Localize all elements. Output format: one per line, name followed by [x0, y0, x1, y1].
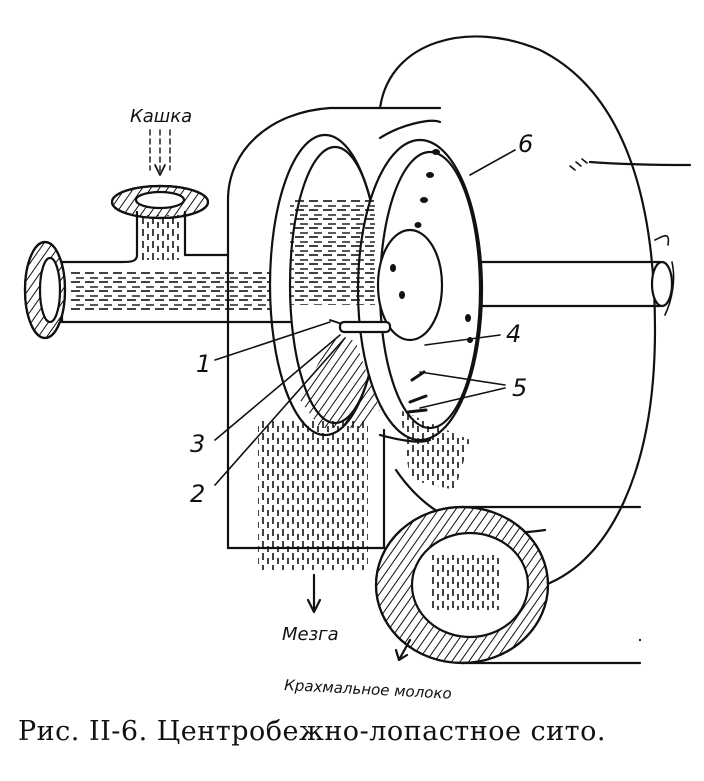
- pulp-outlet-label: Мезга: [282, 624, 339, 645]
- callout-4: 4: [506, 320, 521, 348]
- milk-outlet-label: Крахмальное молоко: [284, 676, 452, 700]
- inlet-label: Кашка: [130, 106, 192, 127]
- callout-1: 1: [196, 350, 211, 378]
- callout-5: 5: [512, 374, 527, 402]
- rotor: [268, 119, 484, 443]
- front-housing: [226, 106, 442, 550]
- figure-caption: Рис. II-6. Центробежно-лопастное сито.: [18, 716, 606, 747]
- pulp-discharge-hatch: [300, 340, 380, 428]
- inlet-pipe: [23, 129, 292, 340]
- centrifugal-sieve-diagram: Кашка Мезга Крахмальное молоко 1 2 3 4 5…: [23, 35, 692, 700]
- callout-6: 6: [518, 130, 533, 158]
- disc-perforations: [390, 149, 473, 343]
- leader-lines: [214, 149, 516, 486]
- callout-3: 3: [190, 430, 205, 458]
- callout-2: 2: [190, 480, 205, 508]
- milk-outlet-pipe: [374, 505, 642, 665]
- vanes: [406, 370, 428, 414]
- milk-outlet-arrow: [394, 638, 412, 662]
- outer-casing: [378, 35, 657, 587]
- pulp-outlet-arrow: [306, 573, 322, 614]
